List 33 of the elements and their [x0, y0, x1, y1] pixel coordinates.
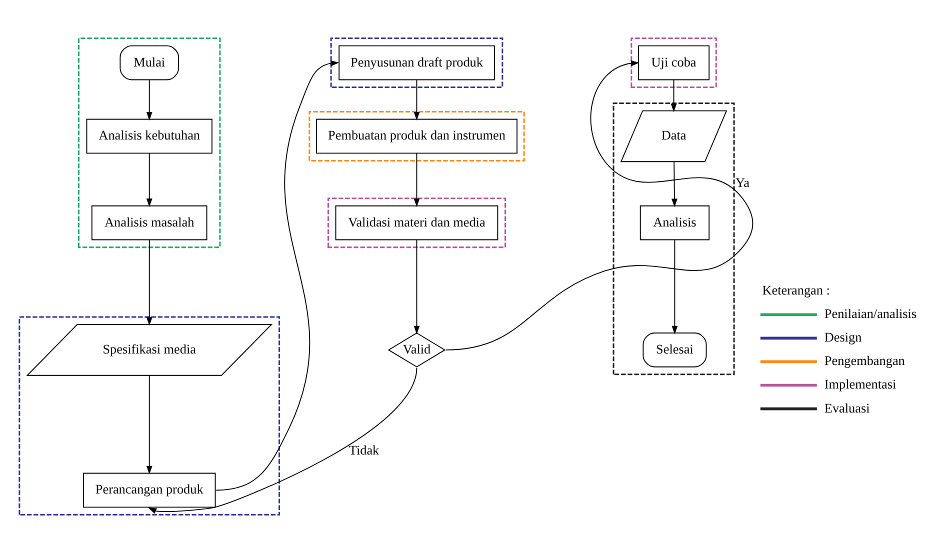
node-box: Mulai: [120, 45, 180, 80]
node-box: Pembuatan produk dan instrumen: [316, 118, 518, 154]
legend-label: Evaluasi: [824, 400, 870, 416]
node-box: Validasi materi dan media: [335, 205, 498, 240]
arrow: [414, 80, 420, 121]
arrow: [216, 60, 340, 491]
arrow: [414, 153, 420, 208]
arrow: [146, 80, 152, 121]
arrow: [146, 375, 152, 474]
node-box: Selesai: [642, 332, 707, 368]
node-box: Analisis masalah: [91, 205, 208, 240]
node-box: Perancangan produk: [82, 472, 216, 508]
arrow: [670, 80, 677, 112]
arrow: [445, 60, 754, 350]
arrow: [414, 239, 420, 334]
legend-label: Penilaian/analisis: [824, 306, 917, 322]
edge-label: Ya: [735, 175, 750, 190]
arrow: [146, 153, 152, 208]
label: Keterangan :: [762, 282, 830, 298]
node-box: Uji coba: [638, 45, 710, 80]
arrow: [148, 367, 418, 514]
edge-label: Tidak: [348, 442, 380, 458]
node-box: Analisis kebutuhan: [86, 118, 212, 154]
arrow: [146, 239, 152, 326]
node-box: Analisis: [640, 205, 710, 240]
legend-label: Implementasi: [824, 376, 896, 392]
arrow: [672, 239, 678, 334]
arrow: [672, 161, 678, 208]
legend-label: Design: [824, 330, 862, 345]
node-box: Penyusunan draft produk: [338, 45, 495, 80]
node-diamond: Valid: [388, 332, 446, 368]
cluster: [78, 38, 221, 248]
legend-label: Pengembangan: [824, 353, 905, 368]
